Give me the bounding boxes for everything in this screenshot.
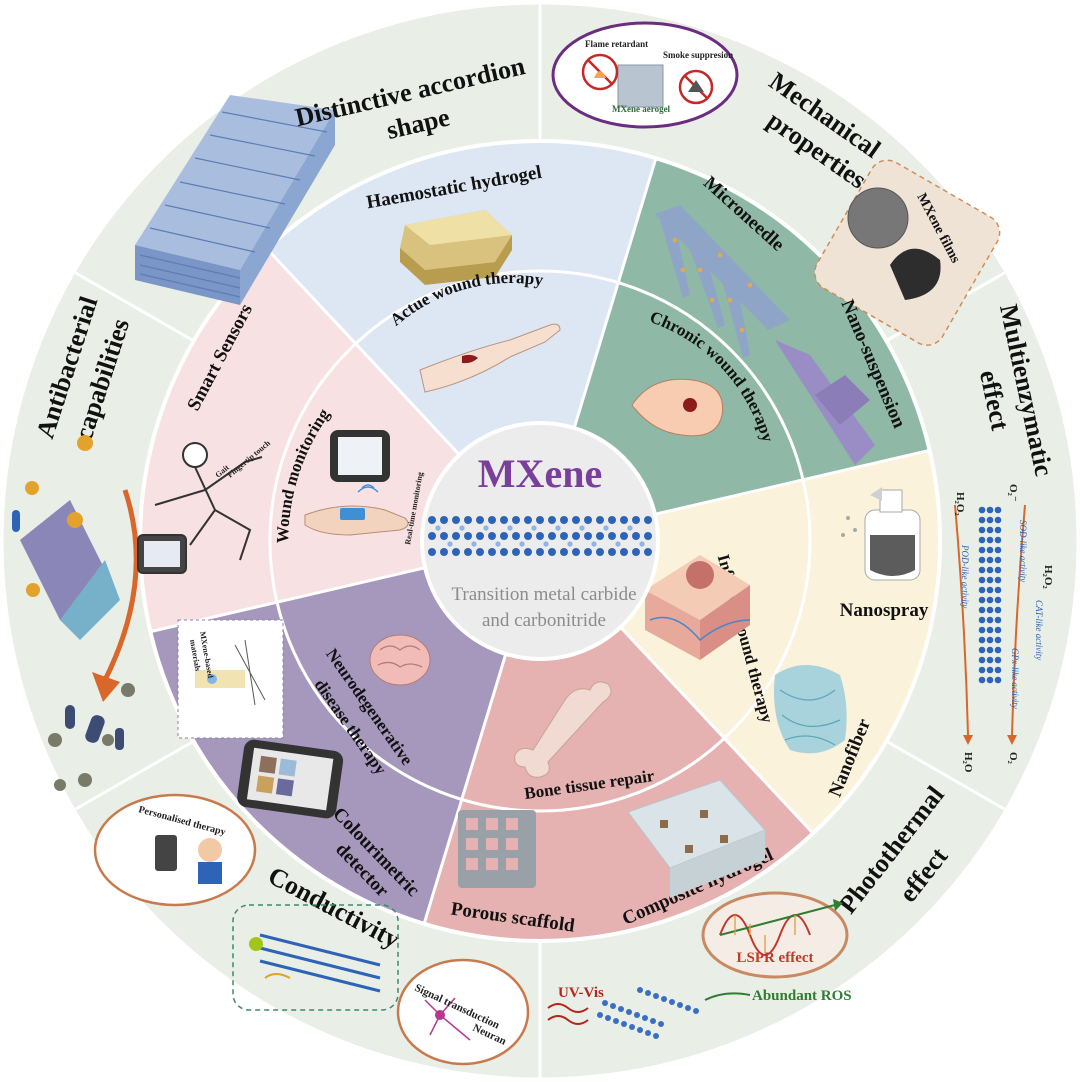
mxene-films-illustration: [813, 159, 1001, 346]
label-o2-minus: O₂⁻: [1007, 484, 1019, 502]
label-nanospray: Nanospray: [840, 600, 929, 621]
label-mxene-aerogel: MXene aerogel: [612, 104, 671, 114]
center-circle: [420, 421, 660, 661]
porous-scaffold-illustration: [458, 810, 536, 888]
neuron-illustration: [396, 958, 530, 1066]
label-gpx: GPx-like activity: [1010, 648, 1020, 709]
antibacterial-illustration: [12, 435, 139, 791]
label-abundant-ros: Abundant ROS: [752, 988, 852, 1004]
label-flame-retardant: Flame retardant: [585, 39, 648, 49]
label-cat: CAT-like activity: [1034, 600, 1044, 660]
center-subtitle-1: Transition metal carbide: [451, 584, 636, 605]
hydrogel-illustration: [400, 210, 512, 285]
wound-monitoring-illustration: [304, 430, 409, 536]
brain-illustration: [369, 634, 431, 686]
label-lspr: LSPR effect: [736, 950, 813, 966]
lspr-illustration: [701, 891, 849, 979]
personalised-therapy-illustration: [93, 793, 257, 907]
label-h2o2-right: H₂O₂: [1042, 565, 1054, 589]
label-sod: SOD-like activity: [1018, 520, 1028, 582]
microneedle-illustration: [655, 205, 790, 358]
colourimetric-illustration: [177, 619, 344, 819]
label-o2: O₂: [1007, 752, 1019, 765]
composite-hydrogel-illustration: [627, 779, 766, 898]
center-subtitle-2: and carbonitride: [482, 610, 606, 631]
sector-chronic: [540, 158, 930, 541]
conductivity-illustration: [232, 904, 399, 1011]
inner-ring-border: [268, 269, 812, 813]
uvvis-illustration: [547, 987, 751, 1039]
enzyme-illustration: [954, 504, 1026, 745]
chronic-wound-illustration: [631, 378, 724, 437]
label-smoke-suppression: Smoke suppresion: [663, 50, 733, 60]
label-h2o: H₂O: [962, 752, 974, 773]
bone-illustration: [514, 681, 612, 778]
infected-wound-illustration: [645, 555, 751, 660]
label-pod: POD-like activity: [960, 544, 970, 608]
accordion-illustration: [135, 95, 335, 305]
center-title: MXene: [478, 451, 602, 496]
nanospray-illustration: [841, 487, 921, 581]
nano-suspension-illustration: [775, 340, 875, 465]
aerogel-illustration: [551, 21, 739, 129]
nanofiber-illustration: [774, 665, 847, 754]
label-uv-vis: UV-Vis: [558, 985, 604, 1001]
label-h2o2-left: H₂O₂: [954, 492, 966, 516]
acute-wound-illustration: [419, 323, 561, 393]
smart-sensors-illustration: [137, 442, 263, 574]
mxene-lattice-icon: [428, 516, 652, 556]
